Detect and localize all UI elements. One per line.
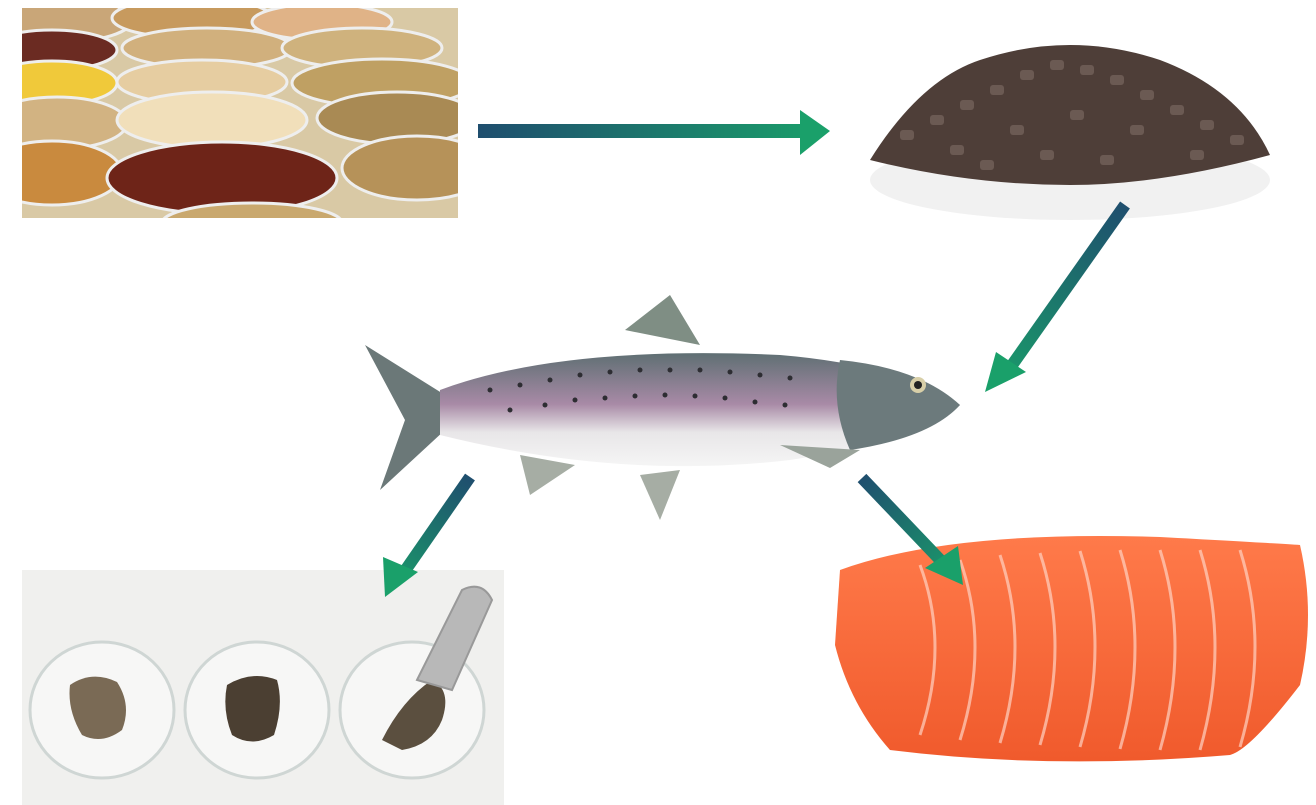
feed-pellets-image <box>860 20 1280 260</box>
petri-dish-icon <box>22 8 458 218</box>
fillet-image <box>830 525 1316 770</box>
trout-image <box>360 290 975 530</box>
trout-icon <box>365 295 960 520</box>
arrow-ingredients-to-pellets <box>478 110 830 155</box>
feces-samples-image <box>22 570 504 805</box>
salmon-fillet-icon <box>835 536 1308 761</box>
feed-ingredients-image <box>22 8 458 218</box>
